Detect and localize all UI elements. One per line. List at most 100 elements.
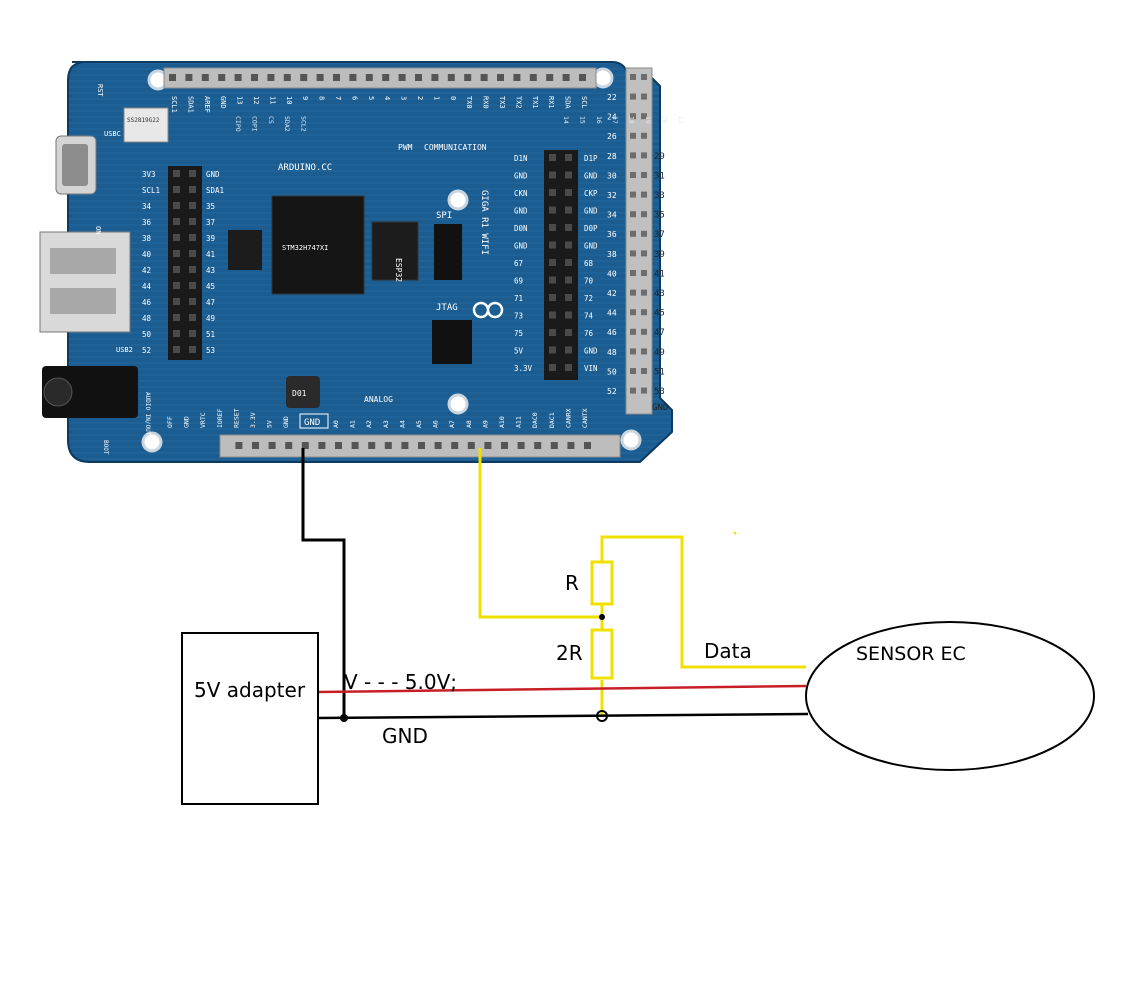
left-pin-label: GND	[206, 170, 220, 179]
header-pin	[201, 74, 209, 81]
right-pin-label: 76	[584, 329, 594, 338]
data-wire	[600, 535, 806, 669]
right-pin-label: 74	[584, 312, 594, 321]
header-pin	[534, 442, 542, 449]
header-pin	[189, 314, 196, 321]
top-pin-label: 8	[318, 96, 326, 100]
header-pin	[189, 234, 196, 241]
top-pin-sublabel: CS	[267, 116, 275, 124]
mounting-hole	[447, 393, 469, 415]
header-pin	[630, 309, 636, 316]
header-pin	[351, 442, 359, 449]
header-pin	[641, 230, 647, 237]
right-pin-label: CKN	[514, 189, 528, 198]
gnd-pin-callout	[299, 413, 329, 429]
bottom-pin-label: A10	[498, 416, 506, 428]
top-pin-label: 3	[400, 96, 408, 100]
right-edge-label: 29	[654, 152, 665, 162]
header-pin	[641, 289, 647, 296]
header-pin	[252, 442, 259, 449]
bottom-pin-label: CANRX	[564, 408, 572, 428]
right-edge-label: 46	[607, 328, 617, 337]
top-pin-sublabel: 15	[578, 116, 586, 124]
bottom-pin-label: A11	[515, 416, 523, 428]
header-pin	[173, 218, 180, 225]
header-pin	[630, 368, 636, 374]
header-pin	[641, 211, 647, 218]
spi-header	[434, 224, 462, 280]
header-pin	[173, 170, 180, 177]
header-pin	[497, 74, 504, 81]
right-pin-label: 72	[584, 294, 593, 303]
right-edge-label: 45	[654, 309, 665, 319]
header-pin	[173, 234, 180, 241]
board-silk-brand: ARDUINO.CC	[278, 163, 332, 173]
top-pin-label: TX1	[531, 96, 539, 109]
mounting-hole	[141, 431, 163, 453]
right-pin-label: GND	[584, 172, 598, 181]
gnd-pin-label: GND	[304, 418, 320, 428]
header-pin	[189, 298, 196, 305]
bottom-pin-label: A1	[349, 420, 357, 428]
left-pin-label: 41	[206, 250, 215, 259]
header-pin	[467, 442, 475, 449]
header-pin	[549, 346, 556, 354]
right-edge-label: 38	[607, 250, 617, 259]
header-pin	[567, 442, 575, 449]
header-pin	[189, 250, 196, 257]
top-pin-label: 9	[301, 96, 309, 100]
header-pin	[415, 74, 422, 81]
right-pin-label: 69	[514, 277, 523, 286]
gnd-wire-board	[301, 448, 346, 718]
top-pin-sublabel: CIPO	[234, 116, 242, 132]
mounting-hole	[592, 67, 614, 89]
top-pin-label: SCL1	[170, 96, 178, 113]
resistor-2r	[590, 628, 614, 680]
antenna-module	[123, 107, 169, 143]
header-pin	[546, 74, 554, 81]
left-pin-label: 35	[206, 202, 215, 211]
header-pin	[549, 364, 556, 371]
left-pin-label: 48	[142, 314, 152, 323]
right-edge-label: 51	[654, 367, 665, 377]
left-pin-label: 34	[142, 202, 152, 211]
header-pin	[173, 346, 180, 353]
header-pin	[630, 74, 636, 80]
header-pin	[189, 186, 196, 193]
header-pin	[549, 206, 556, 214]
header-pin	[189, 346, 196, 353]
header-pin	[641, 93, 647, 100]
bottom-pin-label: A0	[332, 420, 340, 428]
header-pin	[630, 230, 636, 237]
top-pin-label: 2	[416, 96, 424, 100]
header-pin	[630, 270, 636, 276]
header-pin	[316, 74, 324, 81]
right-edge-label: 36	[607, 230, 617, 239]
top-pin-sublabel: 14	[562, 116, 570, 124]
right-edge-label: 43	[654, 289, 665, 299]
header-pin	[630, 289, 636, 296]
left-pin-label: 50	[142, 330, 152, 339]
top-pin-sublabel: COPI	[250, 116, 258, 132]
bottom-pin-label: CANTX	[581, 408, 589, 428]
header-pin	[451, 442, 459, 449]
mounting-hole	[620, 429, 642, 451]
left-pin-label: 53	[206, 346, 215, 355]
top-pin-label: 6	[350, 96, 358, 100]
right-pin-label: 73	[514, 312, 523, 321]
header-pin	[173, 330, 180, 337]
bottom-pin-label: GND	[183, 416, 191, 428]
header-pin	[550, 442, 558, 449]
left-pin-label: 44	[142, 282, 152, 291]
right-pin-label: 3.3V	[514, 364, 533, 373]
right-pin-label: GND	[514, 207, 528, 216]
header-pin	[189, 330, 196, 337]
board-silk-pwm: PWM	[398, 143, 413, 152]
right-edge-label: 33	[654, 191, 665, 201]
header-pin	[641, 132, 647, 139]
board-silk-audio: AUDIO IN/OUT	[144, 392, 151, 436]
board-silk-usba: USB2	[116, 346, 133, 354]
header-pin	[565, 329, 572, 336]
bottom-pin-label: A6	[432, 420, 440, 428]
right-pin-label: CKP	[584, 189, 598, 198]
